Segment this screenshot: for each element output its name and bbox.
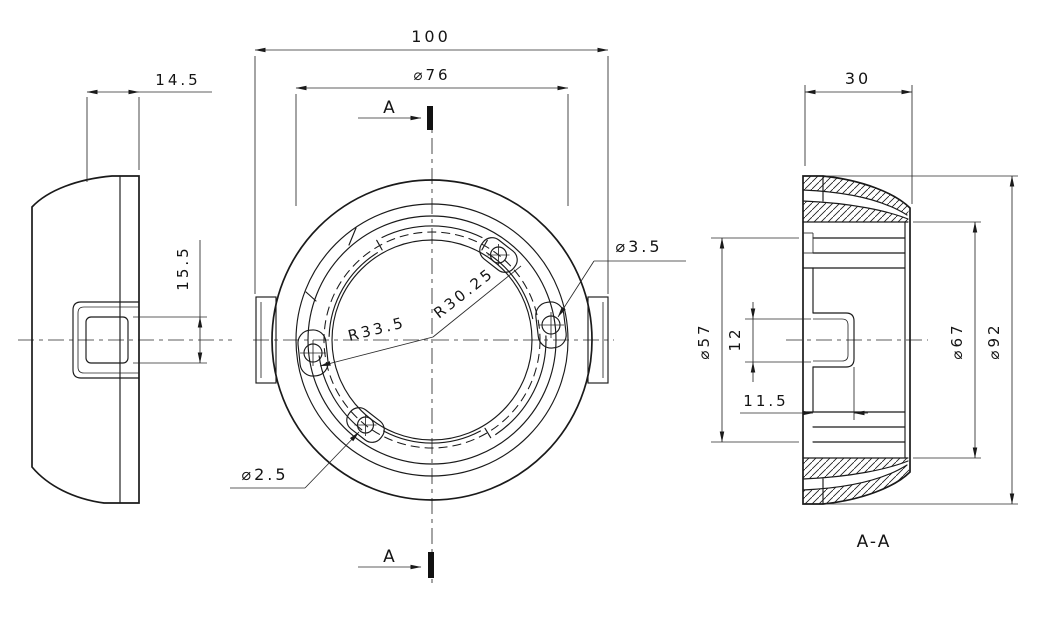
side-view-tab — [72, 301, 140, 379]
dim-front-overall: 100 — [254, 27, 609, 294]
bayonet-ring-outer — [307, 215, 557, 465]
dimension-label-30: 30 — [845, 69, 871, 88]
dimension-label-15-5: 15.5 — [174, 245, 192, 290]
dim-section-outer: ⌀92 — [826, 175, 1018, 505]
leader-hole-small: ⌀2.5 — [230, 431, 360, 489]
dim-section-recess-height: 12 — [726, 302, 811, 382]
section-cut-tick-top — [427, 106, 433, 130]
dim-section-recess-depth: 11.5 — [740, 367, 868, 420]
dimension-label-phi92: ⌀92 — [985, 322, 1003, 359]
dimension-label-phi76: ⌀76 — [413, 66, 450, 84]
dim-front-face-diameter: ⌀76 — [295, 66, 569, 206]
bore-circle — [331, 239, 533, 441]
dimension-label-14-5: 14.5 — [155, 71, 200, 89]
face-circle-76 — [295, 203, 569, 477]
dimension-label-phi3-5: ⌀3.5 — [615, 237, 662, 256]
section-cut-tick-bottom — [428, 552, 434, 578]
section-internal-edges — [802, 175, 909, 505]
dimension-label-12: 12 — [726, 326, 744, 351]
dim-section-depth: 30 — [804, 69, 913, 204]
dim-side-tab-height: 15.5 — [133, 240, 207, 364]
section-arrow-label-bottom: A — [383, 547, 397, 567]
dimension-label-phi67: ⌀67 — [948, 322, 966, 359]
dim-section-shoulder: ⌀67 — [913, 221, 981, 459]
section-view-aa: 30 ⌀57 12 11.5 ⌀67 — [695, 69, 1018, 552]
section-marker-bottom: A — [358, 547, 434, 578]
section-outline — [802, 175, 911, 505]
dimension-label-11-5: 11.5 — [743, 392, 788, 410]
section-hatching — [803, 176, 910, 504]
radius-leaders: R33.5 R30.25 — [319, 264, 522, 367]
front-view: 100 ⌀76 A A R33.5 R30.25 ⌀3. — [230, 27, 686, 584]
dim-section-bore: ⌀57 — [695, 237, 799, 443]
section-title: A-A — [857, 532, 892, 552]
bayonet-lugs — [305, 225, 547, 444]
dim-side-width: 14.5 — [86, 71, 212, 182]
section-arrow-label-top: A — [383, 98, 397, 118]
reference-circle-dashed — [323, 231, 541, 449]
screw-holes — [297, 237, 567, 443]
dimension-label-phi57: ⌀57 — [695, 322, 713, 359]
leader-hole-large: ⌀3.5 — [557, 237, 686, 318]
outer-body-circle — [271, 179, 593, 501]
side-view: 14.5 15.5 — [18, 71, 232, 504]
section-recess — [812, 312, 855, 368]
side-tabs — [255, 296, 609, 384]
dimension-label-phi2-5: ⌀2.5 — [241, 465, 288, 484]
side-view-outline — [31, 175, 140, 504]
section-marker-top: A — [358, 98, 433, 130]
dimension-label-100: 100 — [411, 27, 451, 46]
